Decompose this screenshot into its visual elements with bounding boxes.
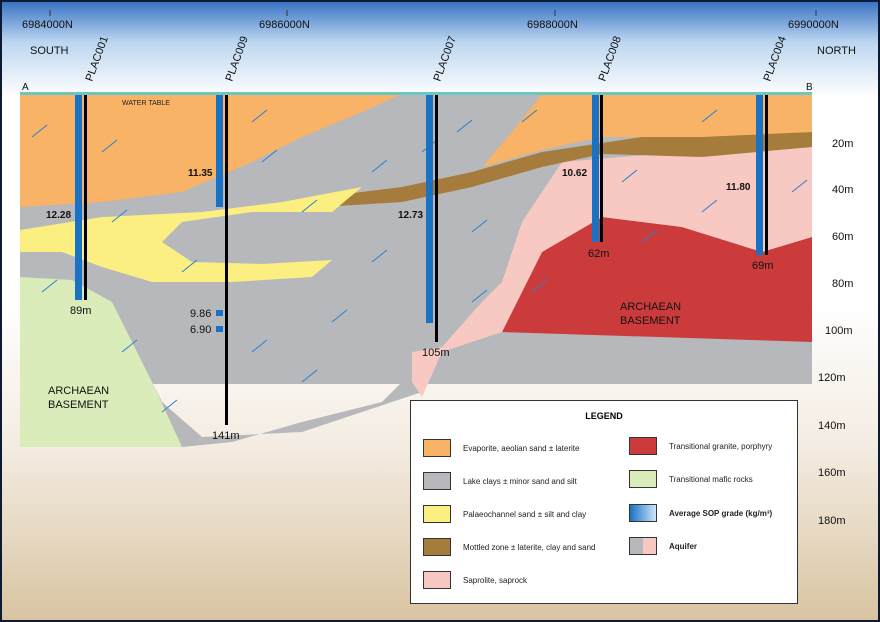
legend-label: Saprolite, saprock — [463, 575, 528, 585]
legend-label: Transitional mafic rocks — [669, 474, 753, 484]
easting-label: 6988000N — [527, 19, 578, 31]
saprolite-layer — [412, 147, 812, 397]
legend-item: Transitional mafic rocks — [629, 470, 753, 488]
point-b-label: B — [806, 82, 813, 93]
basement-label: ARCHAEAN — [48, 385, 109, 397]
depth-tick: 180m — [818, 515, 846, 527]
basement-label: BASEMENT — [620, 315, 681, 327]
legend-item: Lake clays ± minor sand and silt — [423, 472, 577, 490]
hole-name: PLAC001 — [84, 35, 111, 83]
grade-value: 6.90 — [190, 324, 211, 336]
hole-name: PLAC007 — [432, 35, 459, 83]
legend-label: Transitional granite, porphyry — [669, 441, 773, 451]
hole-name: PLAC004 — [762, 35, 789, 83]
grade-value: 12.73 — [398, 210, 423, 221]
legend-item: Evaporite, aeolian sand ± laterite — [423, 439, 579, 457]
depth-tick: 20m — [832, 138, 853, 150]
basement-label: BASEMENT — [48, 399, 109, 411]
aquifer-hatching — [31, 109, 808, 413]
legend-label: Lake clays ± minor sand and silt — [463, 476, 577, 486]
depth-tick: 80m — [832, 278, 853, 290]
depth-tick: 140m — [818, 420, 846, 432]
basement-label: ARCHAEAN — [620, 301, 681, 313]
legend: LEGEND Evaporite, aeolian sand ± laterit… — [410, 400, 798, 604]
legend-item: Aquifer — [629, 537, 697, 555]
depth-tick: 160m — [818, 467, 846, 479]
easting-label: 6984000N — [22, 19, 73, 31]
grade-value: 11.80 — [726, 182, 751, 193]
legend-item: Transitional granite, porphyry — [629, 437, 772, 455]
evaporite-layer-north — [482, 94, 812, 167]
legend-title: LEGEND — [585, 411, 623, 421]
legend-label: Palaeochannel sand ± silt and clay — [463, 509, 587, 519]
south-label: SOUTH — [30, 45, 69, 57]
legend-item: Mottled zone ± laterite, clay and sand — [423, 538, 595, 556]
easting-label: 6990000N — [788, 19, 839, 31]
granite-layer — [502, 217, 812, 342]
hole-depth: 89m — [70, 305, 91, 317]
water-table-label: WATER TABLE — [122, 100, 170, 107]
depth-tick: 120m — [818, 372, 846, 384]
mafic-layer — [20, 277, 182, 447]
mottled-layer — [322, 132, 812, 207]
legend-label: Evaporite, aeolian sand ± laterite — [463, 443, 580, 453]
evaporite-layer — [20, 94, 402, 207]
hole-depth: 69m — [752, 260, 773, 272]
water-table-line — [20, 92, 812, 95]
grade-value: 11.35 — [188, 168, 213, 179]
depth-axis: 20m 40m 60m 80m 100m 120m 140m 160m 180m — [818, 138, 853, 527]
hole-depth: 141m — [212, 430, 240, 442]
easting-label: 6986000N — [259, 19, 310, 31]
depth-tick: 60m — [832, 231, 853, 243]
north-label: NORTH — [817, 45, 856, 57]
grade-value: 12.28 — [46, 210, 71, 221]
point-a-label: A — [22, 82, 29, 93]
hole-depth: 62m — [588, 248, 609, 260]
legend-item: Average SOP grade (kg/m³) — [629, 504, 772, 522]
grade-value: 9.86 — [190, 308, 211, 320]
legend-item: Saprolite, saprock — [423, 571, 527, 589]
depth-tick: 100m — [825, 325, 853, 337]
legend-label: Mottled zone ± laterite, clay and sand — [463, 542, 596, 552]
legend-label: Average SOP grade (kg/m³) — [669, 508, 773, 518]
legend-item: Palaeochannel sand ± silt and clay — [423, 505, 586, 523]
hole-name: PLAC009 — [224, 35, 251, 83]
grade-value: 10.62 — [562, 168, 587, 179]
drillholes — [75, 95, 768, 425]
palaeochannel-layer — [20, 187, 362, 282]
hole-name: PLAC008 — [597, 35, 624, 83]
hole-depth: 105m — [422, 347, 450, 359]
depth-tick: 40m — [832, 184, 853, 196]
legend-label: Aquifer — [669, 541, 697, 551]
